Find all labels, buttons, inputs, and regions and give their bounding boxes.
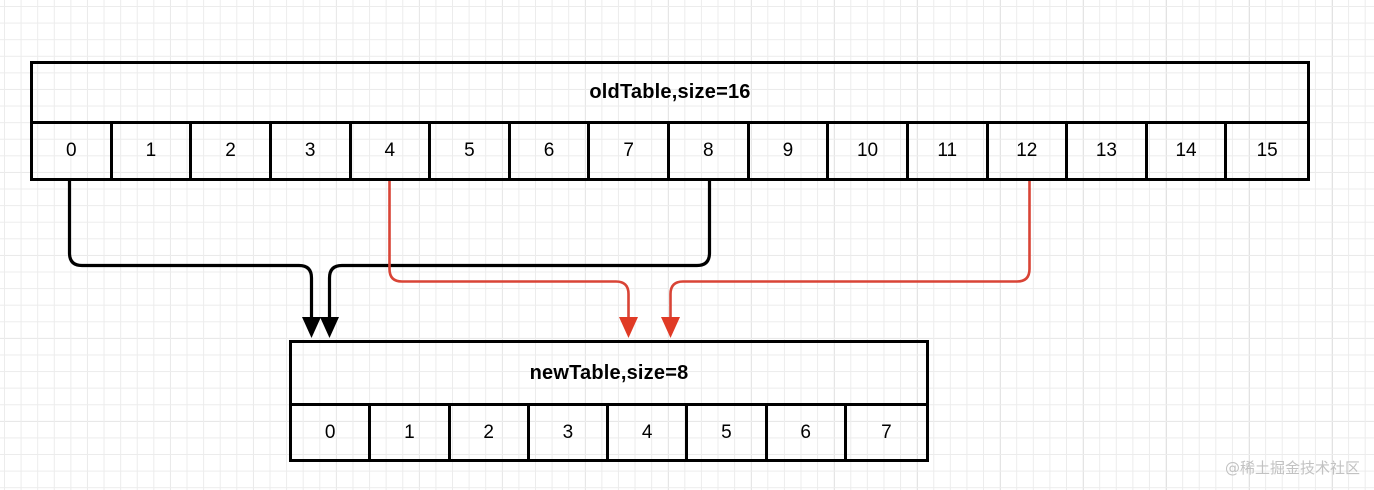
old-table-cell-9[interactable]: 9 [750,124,830,178]
old-table-cell-15[interactable]: 15 [1256,140,1278,161]
arrowhead-old12-to-new4 [661,317,680,338]
new-table-cell-4[interactable]: 4 [609,406,689,459]
old-table-cell-7[interactable]: 7 [590,124,670,178]
connector-old12-to-new4-line [669,181,1031,320]
old-table-cell-2[interactable]: 2 [192,124,272,178]
old-table-cell-1[interactable]: 1 [113,124,193,178]
old-table-cell-13[interactable]: 13 [1068,124,1148,178]
connector-old8-to-new0-line [327,181,712,320]
old-table-cell-12[interactable]: 12 [989,124,1069,178]
connector-old0-to-new0 [67,181,321,338]
old-table-cell-8[interactable]: 8 [670,124,750,178]
new-table: newTable,size=8 0 1 2 3 4 5 6 7 [289,340,929,462]
connector-old4-to-new4 [388,181,638,338]
new-table-cell-7[interactable]: 7 [881,421,892,443]
connector-old4-to-new4-line [388,181,630,320]
old-table-cell-10[interactable]: 10 [829,124,909,178]
new-table-cell-1[interactable]: 1 [371,406,451,459]
new-table-cell-0[interactable]: 0 [292,406,372,459]
old-table: oldTable,size=16 0 1 2 3 4 5 6 7 8 9 10 … [30,61,1310,181]
old-table-cell-14[interactable]: 14 [1148,124,1228,178]
old-table-cell-0[interactable]: 0 [33,124,113,178]
old-table-cell-5[interactable]: 5 [431,124,511,178]
arrowhead-old0-to-new0 [302,317,321,338]
old-table-title: oldTable,size=16 [589,81,751,103]
watermark: @稀土掘金技术社区 [1224,459,1360,477]
new-table-cell-5[interactable]: 5 [688,406,768,459]
old-table-cell-4[interactable]: 4 [352,124,432,178]
old-table-cells: 0 1 2 3 4 5 6 7 8 9 10 11 12 13 14 15 [33,121,1307,178]
connector-old8-to-new0 [320,181,712,338]
connector-old12-to-new4 [661,181,1031,338]
new-table-cells: 0 1 2 3 4 5 6 7 [292,403,926,459]
old-table-cell-3[interactable]: 3 [272,124,352,178]
new-table-cell-3[interactable]: 3 [530,406,609,459]
new-table-cell-2[interactable]: 2 [451,406,530,459]
connector-old0-to-new0-line [67,181,314,320]
new-table-cell-6[interactable]: 6 [768,406,847,459]
old-table-cell-11[interactable]: 11 [909,124,989,178]
new-table-title: newTable,size=8 [529,361,689,384]
old-table-cell-6[interactable]: 6 [511,124,591,178]
arrowhead-old4-to-new4 [619,317,638,338]
arrowhead-old8-to-new0 [320,317,339,338]
